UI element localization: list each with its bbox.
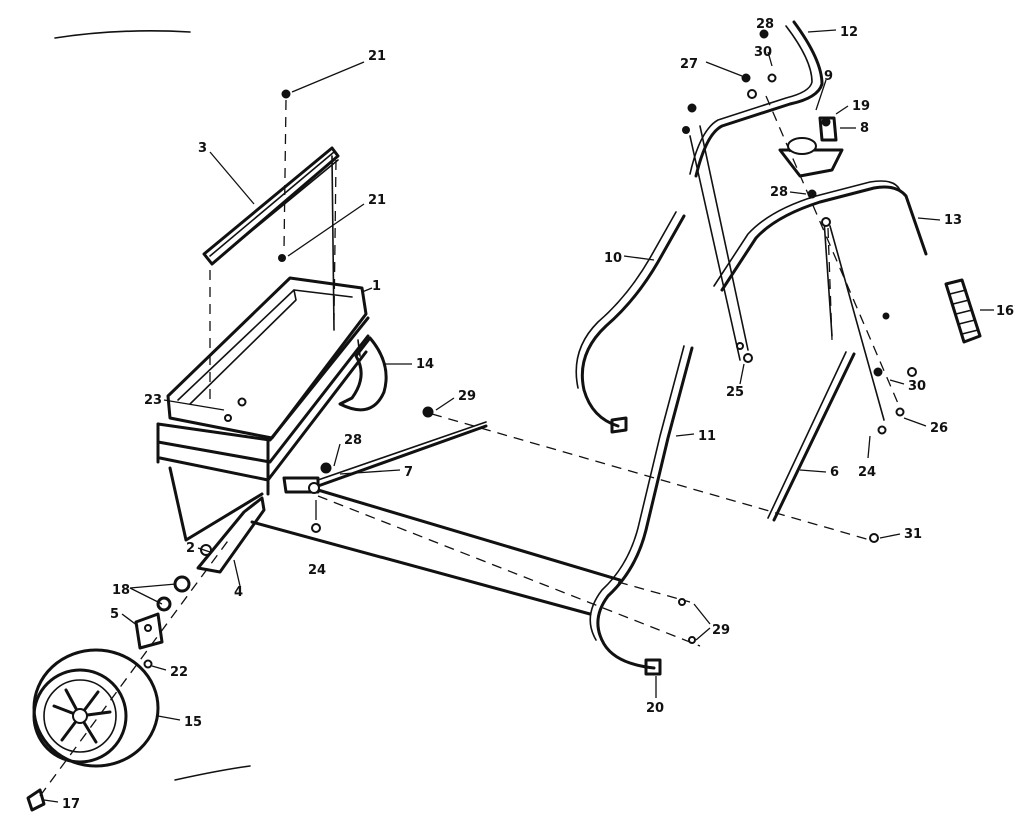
wheel	[32, 648, 160, 768]
callout-28: 28	[756, 17, 774, 32]
screw	[281, 89, 291, 99]
pin	[736, 342, 744, 350]
hubcap	[26, 788, 46, 812]
nut	[143, 659, 153, 669]
callout-14: 14	[416, 357, 434, 372]
callout-30: 30	[754, 45, 772, 60]
hand-grip	[944, 278, 982, 344]
brace	[772, 352, 856, 522]
bearing	[156, 596, 172, 612]
upper-handle	[694, 20, 824, 178]
control-bracket	[778, 116, 844, 178]
bolt	[743, 353, 753, 363]
washer	[895, 407, 905, 417]
screw	[278, 254, 286, 262]
callout-10: 10	[604, 251, 622, 266]
callout-21: 21	[368, 193, 386, 208]
callout-30: 30	[908, 379, 926, 394]
callout-24: 24	[858, 465, 876, 480]
callout-12: 12	[840, 25, 858, 40]
callout-29: 29	[712, 623, 730, 638]
nut	[741, 73, 751, 83]
handle-tube-left	[580, 214, 686, 428]
hopper	[156, 276, 370, 542]
grip-cap	[610, 416, 628, 434]
callout-3: 3	[198, 141, 207, 156]
nut	[320, 462, 332, 474]
callout-18: 18	[112, 583, 130, 598]
callout-23: 23	[144, 393, 162, 408]
callout-8: 8	[860, 121, 869, 136]
lower-handle	[720, 185, 928, 292]
frame-rail-upper	[316, 488, 622, 582]
scan-mark	[174, 765, 251, 781]
support-rod	[316, 424, 488, 488]
callout-13: 13	[944, 213, 962, 228]
callout-26: 26	[930, 421, 948, 436]
deflector-shield	[338, 336, 388, 412]
wheel-bracket	[134, 612, 164, 650]
callout-22: 22	[170, 665, 188, 680]
nut	[759, 29, 769, 39]
washer	[821, 217, 831, 227]
bolt	[311, 523, 321, 533]
washer	[767, 73, 777, 83]
callout-20: 20	[646, 701, 664, 716]
callout-29: 29	[458, 389, 476, 404]
washer	[747, 89, 757, 99]
nut	[688, 636, 696, 644]
callout-27: 27	[680, 57, 698, 72]
callout-6: 6	[830, 465, 839, 480]
grip-cap	[644, 658, 662, 676]
callout-5: 5	[110, 607, 119, 622]
callout-25: 25	[726, 385, 744, 400]
nut	[873, 367, 883, 377]
nut	[682, 126, 690, 134]
callout-28: 28	[770, 185, 788, 200]
nut	[422, 406, 434, 418]
frame-rail-lower	[250, 520, 592, 616]
agitator-pin	[237, 397, 247, 407]
callout-2: 2	[186, 541, 195, 556]
washer	[308, 482, 320, 494]
callout-31: 31	[904, 527, 922, 542]
callout-11: 11	[698, 429, 716, 444]
hopper-strip	[202, 146, 340, 266]
agitator-pin	[224, 414, 232, 422]
nut	[882, 312, 890, 320]
callout-7: 7	[404, 465, 413, 480]
frame-bracket	[196, 496, 266, 574]
callout-16: 16	[996, 304, 1014, 319]
callout-1: 1	[372, 279, 381, 294]
callout-24: 24	[308, 563, 326, 578]
washer	[907, 367, 917, 377]
callout-28: 28	[344, 433, 362, 448]
bolt	[877, 425, 887, 435]
handle-tube-right	[596, 346, 694, 670]
scan-mark	[54, 30, 191, 39]
bearing	[173, 575, 191, 593]
nut	[687, 103, 697, 113]
callout-17: 17	[62, 797, 80, 812]
callout-4: 4	[234, 585, 243, 600]
nut	[869, 533, 879, 543]
callout-9: 9	[824, 69, 833, 84]
callout-19: 19	[852, 99, 870, 114]
callout-21: 21	[368, 49, 386, 64]
callout-15: 15	[184, 715, 202, 730]
